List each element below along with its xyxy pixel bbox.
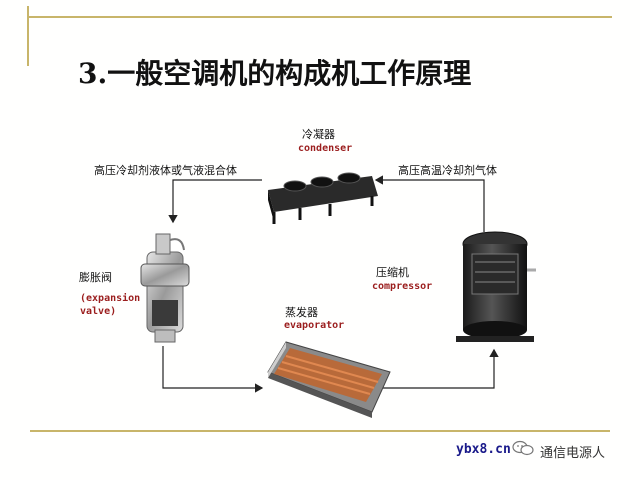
decorative-vertical-rule (27, 6, 29, 66)
compressor-label-zh: 压缩机 (376, 266, 409, 279)
compressor-image (456, 231, 536, 342)
flow-arrow-compressor-to-condenser (374, 175, 485, 232)
watermark-site: ybx8.cn (456, 442, 511, 457)
expansion-valve-label-en-1: (expansion (80, 293, 141, 304)
decorative-top-rule (27, 16, 612, 18)
flow-arrow-evaporator-to-compressor (380, 348, 499, 389)
flow-label-right: 高压高温冷却剂气体 (398, 164, 497, 177)
decorative-bottom-rule (30, 430, 610, 432)
watermark-account: 通信电源人 (540, 446, 606, 461)
condenser-label-zh: 冷凝器 (302, 128, 335, 141)
condenser-label-en: condenser (298, 143, 353, 154)
flow-label-left: 高压冷却剂液体或气液混合体 (94, 164, 237, 177)
expansion-valve-label-zh: 膨胀阀 (79, 271, 112, 284)
condenser-image (268, 172, 378, 224)
evaporator-label-en: evaporator (284, 320, 345, 331)
flow-arrow-valve-to-evaporator (162, 346, 264, 393)
evaporator-label-zh: 蒸发器 (285, 306, 318, 319)
expansion-valve-image (140, 233, 190, 343)
slide-title: 3.一般空调机的构成机工作原理 (78, 57, 472, 90)
evaporator-image (267, 341, 391, 418)
wechat-icon (512, 440, 534, 456)
expansion-valve-label-en-2: valve) (80, 306, 117, 317)
compressor-label-en: compressor (372, 281, 433, 292)
flow-arrow-condenser-to-valve (168, 179, 262, 224)
